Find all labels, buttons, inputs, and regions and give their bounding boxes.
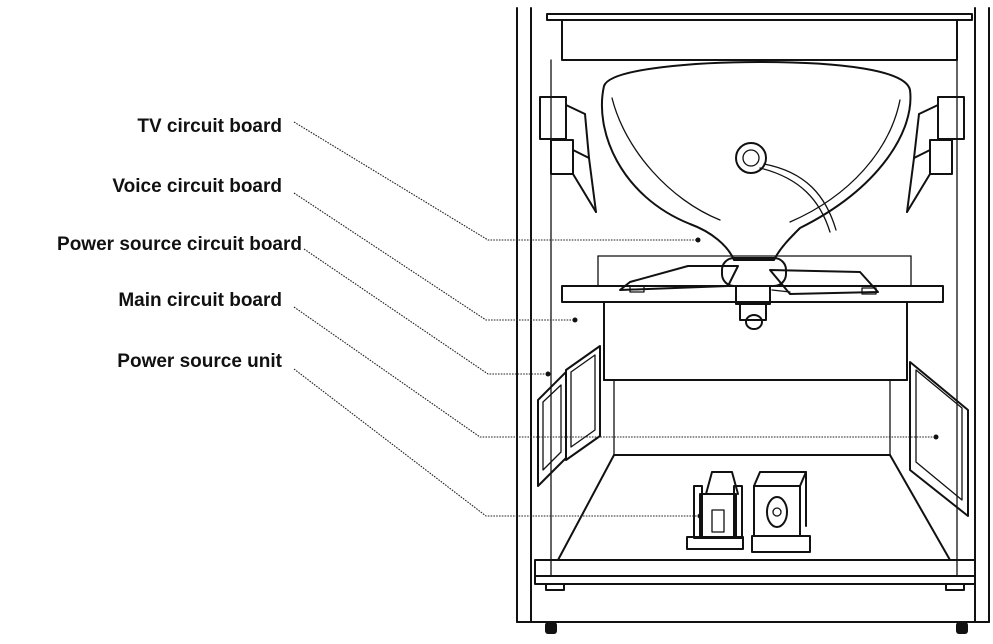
crt-tube <box>600 61 912 330</box>
leader-dot-main <box>933 434 939 440</box>
tv-shelf <box>561 255 944 303</box>
label-tv-circuit-board: TV circuit board <box>137 116 282 137</box>
right-bracket <box>906 96 965 213</box>
leader-power-board <box>303 248 548 375</box>
leader-dot-power-board <box>545 371 551 377</box>
leader-dot-power-unit <box>697 513 703 519</box>
main-board <box>909 361 969 517</box>
leader-power-unit <box>293 368 700 517</box>
leader-tv <box>293 121 698 241</box>
label-voice-circuit-board: Voice circuit board <box>112 176 282 197</box>
label-power-source-unit: Power source unit <box>117 351 282 372</box>
leader-voice <box>293 192 575 321</box>
under-shelf-box <box>603 301 908 456</box>
power-source-unit <box>686 471 811 553</box>
leader-dot-tv <box>695 237 701 243</box>
leader-lines <box>293 121 939 519</box>
casters <box>545 583 968 634</box>
cabinet-frame <box>516 7 990 623</box>
leader-main <box>293 306 936 438</box>
left-bracket <box>539 96 597 213</box>
power-source-board <box>537 371 567 487</box>
floor <box>534 454 976 585</box>
label-main-circuit-board: Main circuit board <box>118 290 282 311</box>
leader-dot-voice <box>572 317 578 323</box>
labels: TV circuit board Voice circuit board Pow… <box>57 116 302 372</box>
label-power-source-circuit-board: Power source circuit board <box>57 234 302 255</box>
voice-board <box>565 345 601 461</box>
